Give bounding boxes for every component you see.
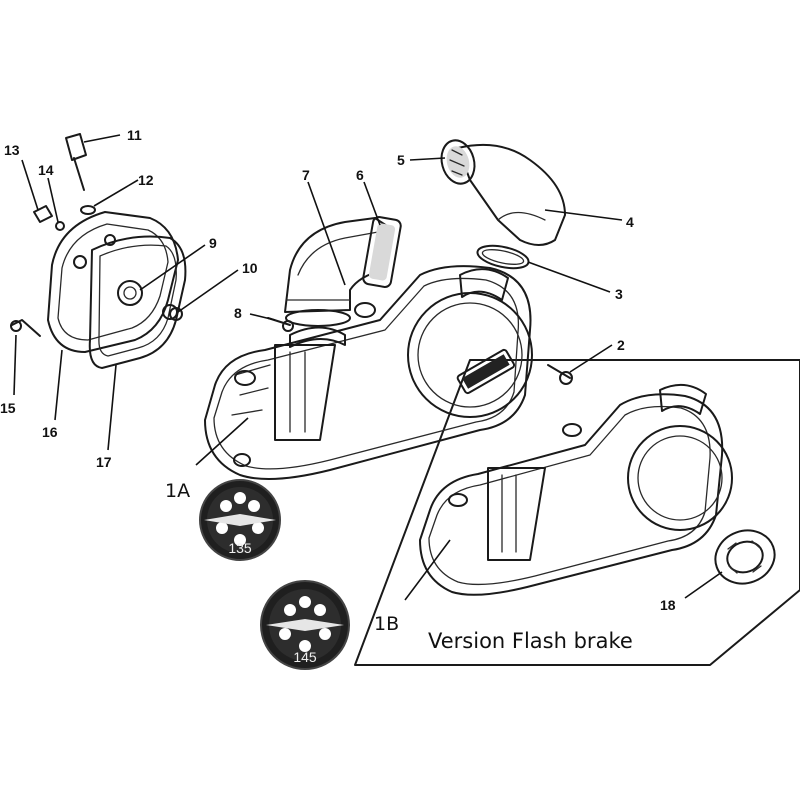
callout-12: 12	[138, 172, 154, 188]
callout-6: 6	[356, 167, 364, 183]
version-label: Version Flash brake	[428, 629, 633, 653]
callout-2: 2	[617, 337, 625, 353]
callout-18: 18	[660, 597, 676, 613]
cover-1b	[419, 383, 733, 596]
brake-disc-135: 135	[199, 479, 281, 561]
callout-11: 11	[127, 127, 142, 143]
parts-6-7-elbow-duct	[284, 216, 402, 327]
cover-1a	[204, 265, 533, 480]
brake-disc-145: 145	[260, 580, 350, 670]
callout-5: 5	[397, 152, 405, 168]
small-fasteners	[169, 307, 573, 385]
callout-13: 13	[4, 142, 20, 158]
disc-label-135: 135	[228, 540, 252, 556]
callout-9: 9	[209, 235, 217, 251]
version-panel-outline	[354, 359, 800, 666]
callout-16: 16	[42, 424, 58, 440]
callout-7: 7	[302, 167, 310, 183]
callout-15: 15	[0, 400, 16, 416]
disc-label-145: 145	[293, 649, 317, 665]
callout-1b: 1B	[374, 613, 399, 635]
leader-lines	[13, 134, 723, 601]
callout-8: 8	[234, 305, 242, 321]
callout-3: 3	[615, 286, 623, 302]
callout-10: 10	[242, 260, 258, 276]
callout-4: 4	[626, 214, 634, 230]
callout-14: 14	[38, 162, 54, 178]
callout-17: 17	[96, 454, 112, 470]
callout-1a: 1A	[165, 480, 190, 502]
part-18-ring	[714, 529, 776, 585]
small-cover-assembly	[10, 133, 187, 369]
parts-4-5-intake-duct	[440, 139, 566, 246]
